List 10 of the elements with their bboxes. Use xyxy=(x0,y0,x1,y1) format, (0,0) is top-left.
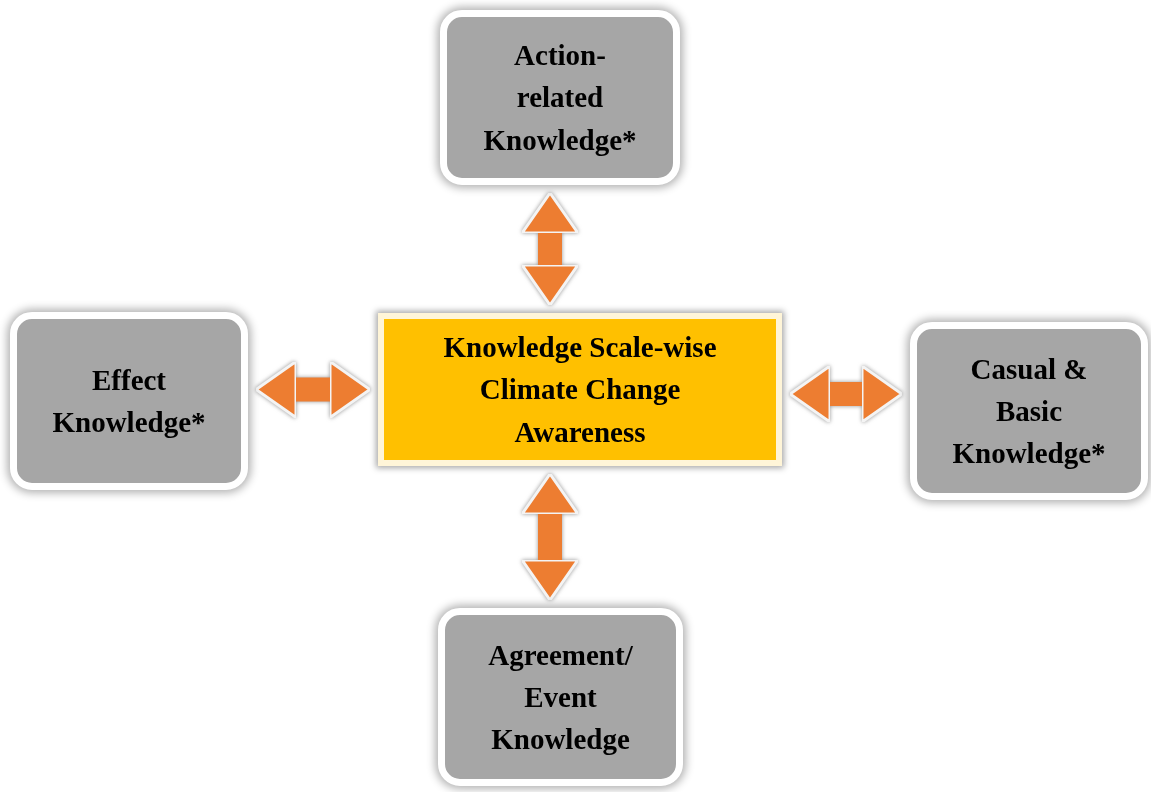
box-label: Action-related Knowledge* xyxy=(482,38,638,158)
box-label: Agreement/ Event Knowledge xyxy=(487,637,634,757)
central-box xyxy=(378,313,782,466)
box-label: Effect Knowledge* xyxy=(51,362,207,440)
box-label: Knowledge Scale-wise Climate Change Awareness xyxy=(442,330,718,450)
double-arrow xyxy=(254,360,372,419)
box-label: Casual & Basic Knowledge* xyxy=(951,351,1107,471)
double-arrow xyxy=(520,472,580,602)
double-arrow xyxy=(520,191,580,307)
double-arrow xyxy=(788,364,904,424)
